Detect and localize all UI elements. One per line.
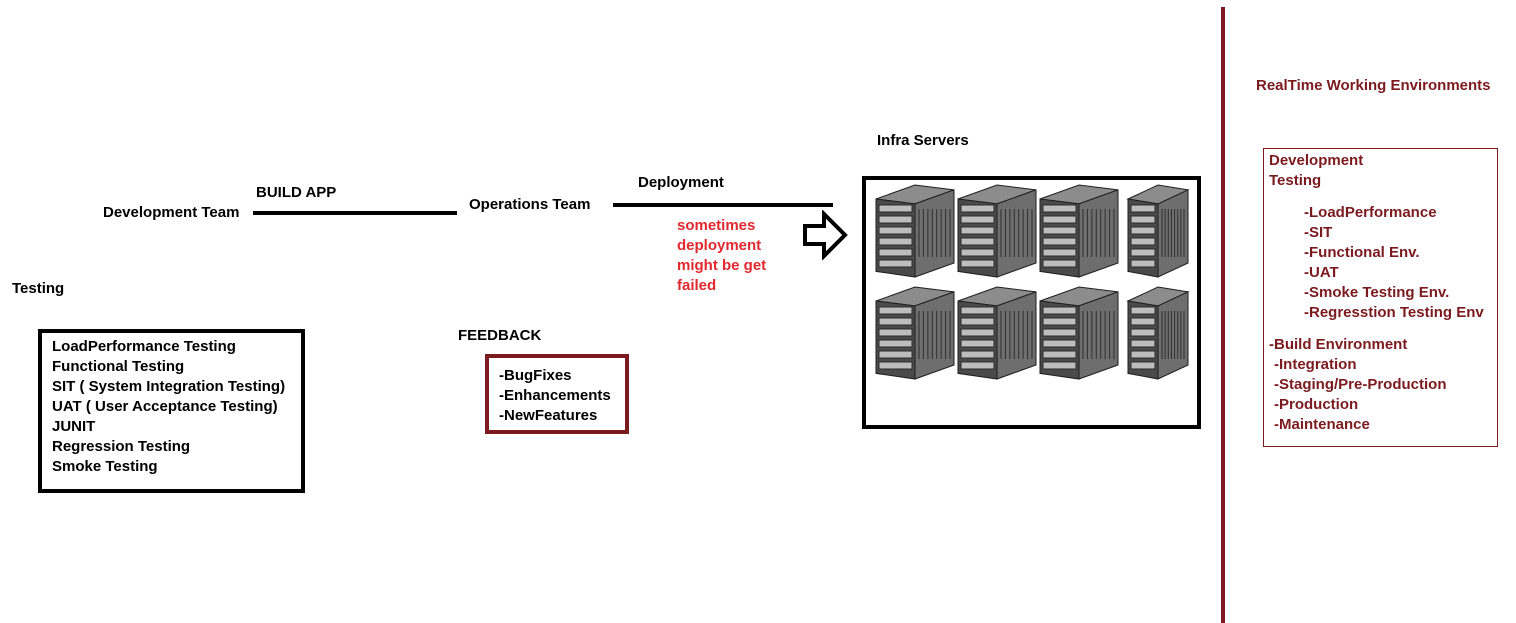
env-testing-sub-item: -SIT <box>1304 224 1333 241</box>
testing-item: UAT ( User Acceptance Testing) <box>52 398 278 415</box>
feedback-label: FEEDBACK <box>458 327 542 344</box>
section-divider <box>1221 7 1225 623</box>
testing-types-box: LoadPerformance Testing Functional Testi… <box>38 329 305 493</box>
feedback-item: -NewFeatures <box>499 407 598 424</box>
testing-item: Functional Testing <box>52 358 185 375</box>
infra-servers-box <box>862 176 1201 429</box>
arrow-right-icon <box>803 210 848 260</box>
failure-note-line: sometimes <box>677 217 756 234</box>
build-app-connector <box>253 211 457 215</box>
failure-note-line: failed <box>677 277 717 294</box>
env-testing-sub-item: -Regresstion Testing Env <box>1304 304 1484 321</box>
deployment-failure-note: sometimes deployment might be get failed <box>677 216 766 296</box>
deployment-label: Deployment <box>638 174 724 191</box>
realtime-environments-title: RealTime Working Environments <box>1256 77 1491 94</box>
development-team-label: Development Team <box>103 204 240 221</box>
env-item: -Integration <box>1274 356 1357 373</box>
env-item: Development <box>1269 152 1364 169</box>
operations-team-label: Operations Team <box>469 196 591 213</box>
env-item: -Staging/Pre-Production <box>1274 376 1447 393</box>
feedback-box: -BugFixes -Enhancements -NewFeatures <box>485 354 629 434</box>
env-testing-sub-item: -Functional Env. <box>1304 244 1420 261</box>
env-testing-sub-item: -UAT <box>1304 264 1339 281</box>
env-item: -Production <box>1274 396 1359 413</box>
testing-item: Regression Testing <box>52 438 191 455</box>
env-item: -Maintenance <box>1274 416 1370 433</box>
testing-item: LoadPerformance Testing <box>52 338 236 355</box>
testing-item: Smoke Testing <box>52 458 158 475</box>
failure-note-line: deployment <box>677 237 762 254</box>
testing-item: SIT ( System Integration Testing) <box>52 378 286 395</box>
testing-item: JUNIT <box>52 418 96 435</box>
deployment-connector <box>613 203 833 207</box>
env-testing-sub-item: -Smoke Testing Env. <box>1304 284 1450 301</box>
testing-label: Testing <box>12 280 65 297</box>
build-app-label: BUILD APP <box>256 184 337 201</box>
env-testing-sub-item: -LoadPerformance <box>1304 204 1437 221</box>
failure-note-line: might be get <box>677 257 767 274</box>
env-item: -Build Environment <box>1269 336 1408 353</box>
feedback-item: -BugFixes <box>499 367 572 384</box>
infra-servers-label: Infra Servers <box>877 132 969 149</box>
env-item: Testing <box>1269 172 1322 189</box>
environments-box: Development Testing -LoadPerformance -SI… <box>1263 148 1498 447</box>
feedback-item: -Enhancements <box>499 387 611 404</box>
